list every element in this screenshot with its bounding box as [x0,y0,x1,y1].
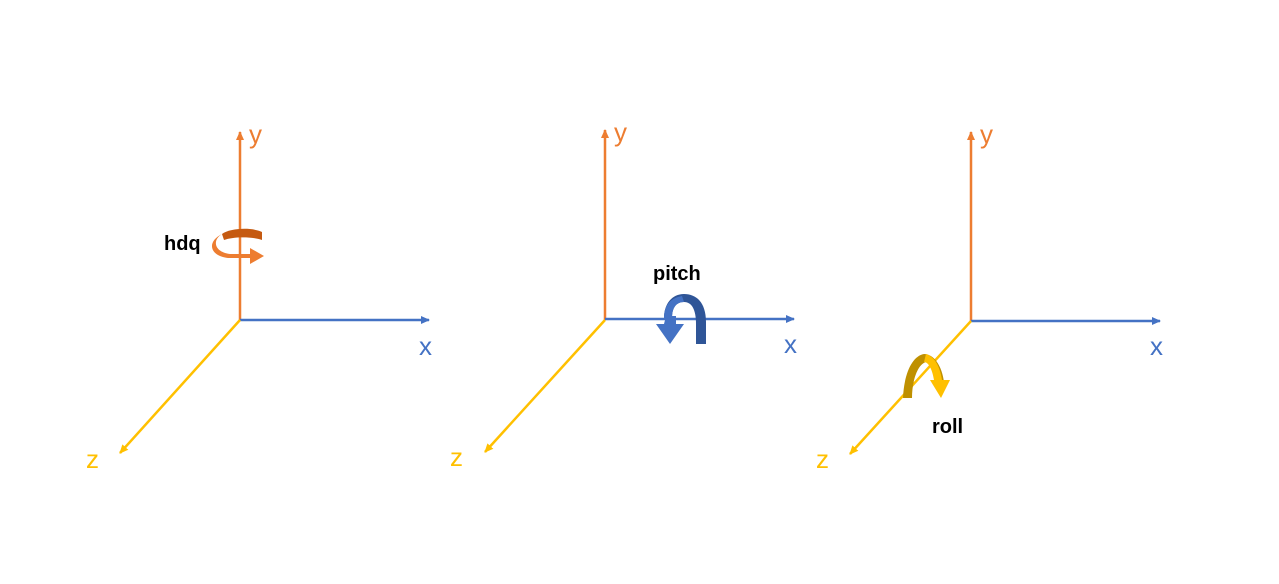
y-axis-label: y [249,119,262,149]
panel-yaw: y x z hdq [86,119,432,474]
panel-roll: y x z roll [816,119,1163,474]
z-axis-arrow [119,319,241,454]
yaw-rotation-arrow-icon [211,228,264,264]
x-axis-label: x [419,331,432,361]
x-axis-label: x [784,329,797,359]
rotation-label-yaw: hdq [164,233,201,255]
pitch-rotation-arrow-icon [656,294,706,344]
z-axis-arrow [484,319,606,453]
x-axis-label: x [1150,331,1163,361]
z-axis-label: z [450,442,463,472]
z-axis-label: z [816,444,829,474]
rotation-label-roll: roll [932,416,963,438]
roll-rotation-arrow-icon [903,354,950,398]
rotation-label-pitch: pitch [653,263,701,285]
y-axis-label: y [980,119,993,149]
z-axis-label: z [86,444,99,474]
y-axis-label: y [614,117,627,147]
panel-pitch: y x z pitch [450,117,797,472]
